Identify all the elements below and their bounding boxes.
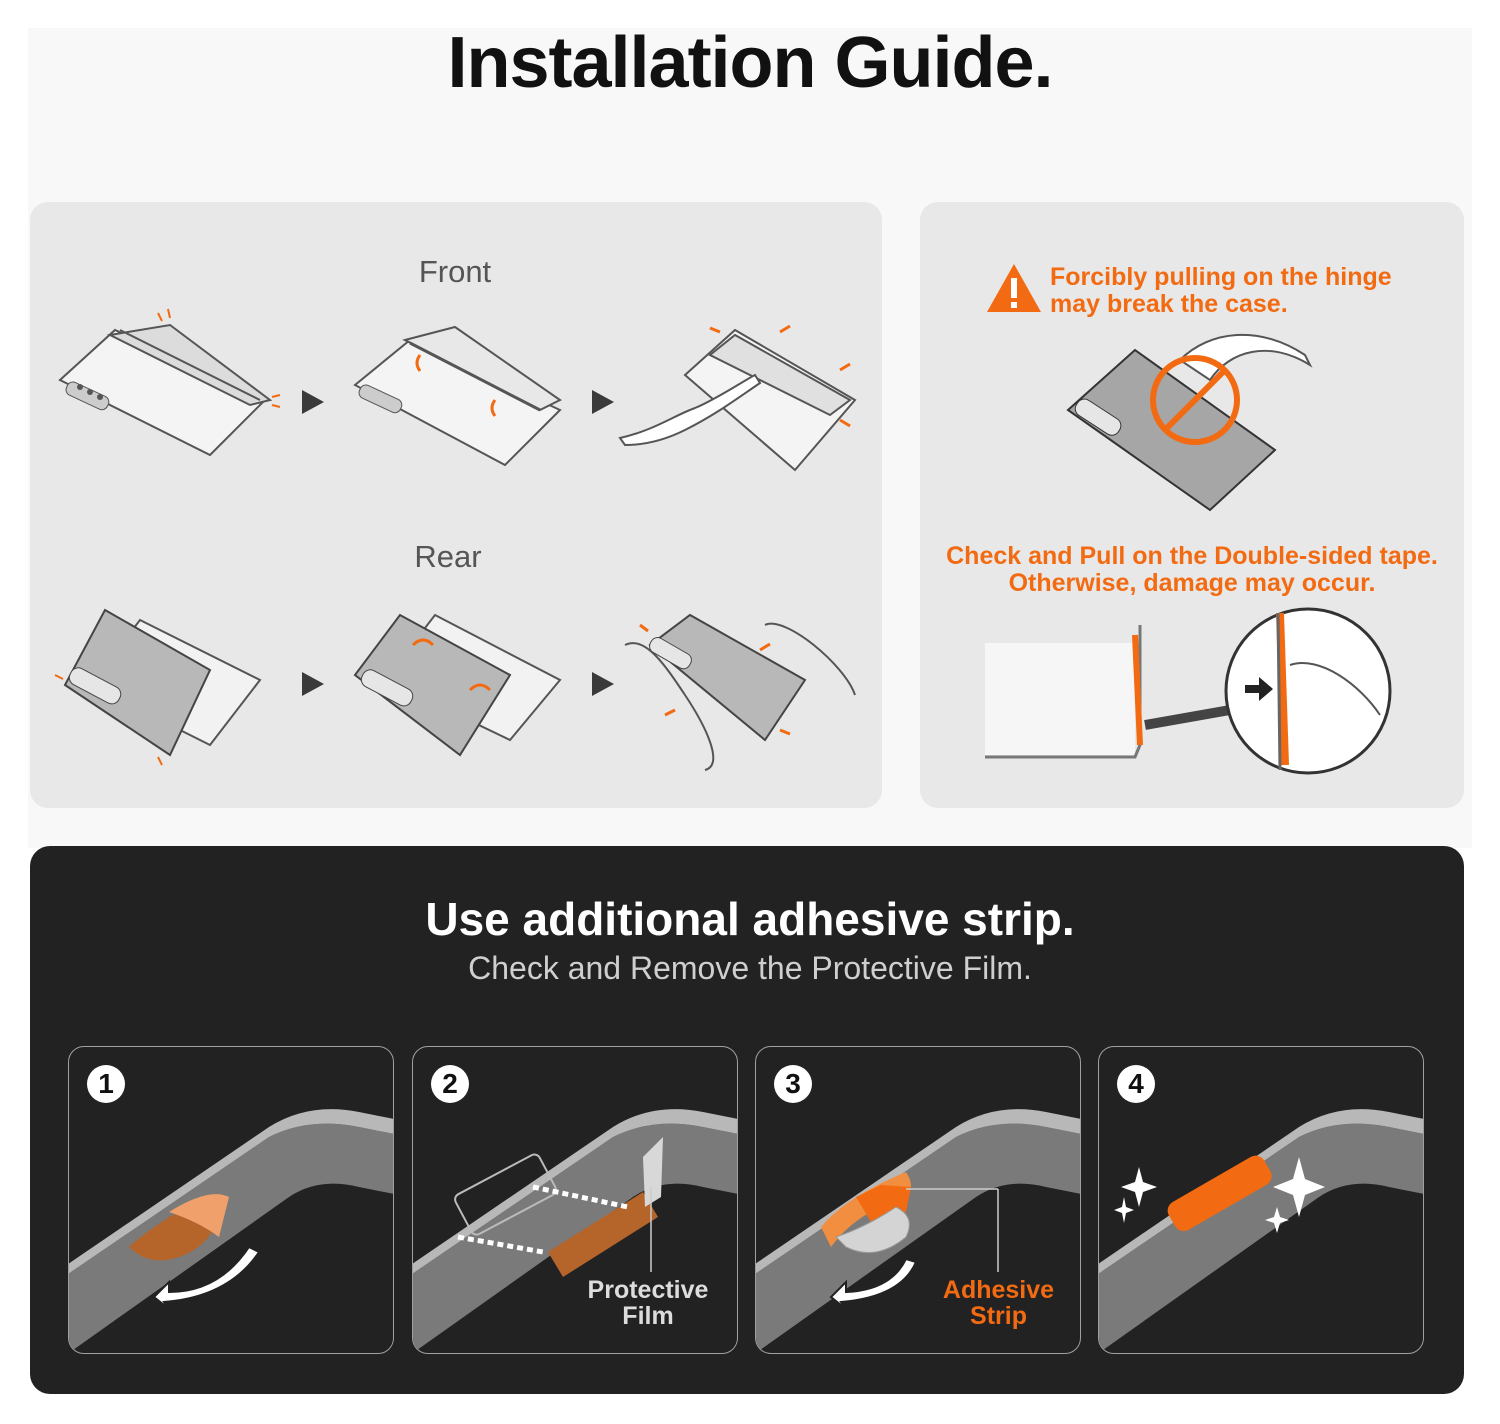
rear-label: Rear [414,539,482,574]
front-label: Front [418,254,492,289]
adhesive-step-3: 3 Adhesive Strip [755,1046,1081,1354]
rear-step-2-illustration [353,613,562,757]
adhesive-subtitle: Check and Remove the Protective Film. [468,950,1032,986]
front-step-1-illustration [58,308,281,457]
step-1-illustration [69,1109,393,1353]
adhesive-strip-label-line-2: Strip [970,1302,1027,1330]
protective-film-label-line-1: Protective [587,1276,709,1304]
rear-step-arrow-2 [592,672,614,696]
step-number-1: 1 [87,1065,125,1103]
step-2-illustration [413,1109,737,1353]
step-3-illustration [756,1109,1080,1353]
step-number-4: 4 [1117,1065,1155,1103]
page-title: Installation Guide. [447,23,1053,103]
adhesive-step-4: 4 [1098,1046,1424,1354]
front-step-2-illustration [353,325,562,467]
tape-pull-illustration [985,607,1392,775]
rear-step-3-illustration [624,613,856,771]
adhesive-step-1: 1 [68,1046,394,1354]
step-number-2: 2 [431,1065,469,1103]
front-step-arrow-2 [592,390,614,414]
tape-check-line-1: Check and Pull on the Double-sided tape. [946,542,1438,570]
hinge-pull-illustration [1066,333,1313,512]
adhesive-strip-label-line-1: Adhesive [942,1276,1055,1304]
protective-film-label-line-2: Film [622,1302,674,1330]
step-4-illustration [1099,1109,1423,1353]
hinge-warning-line-1: Forcibly pulling on the hinge [1050,263,1392,291]
adhesive-strip-callout: Adhesive Strip [931,1277,1066,1329]
protective-film-callout: Protective Film [583,1277,713,1329]
warning-icon [987,264,1041,312]
adhesive-step-2: 2 Protective Film [412,1046,738,1354]
front-step-3-illustration [618,324,857,472]
tape-check-line-2: Otherwise, damage may occur. [1008,569,1376,597]
sparkle-icon [1121,1167,1157,1207]
step-number-3: 3 [774,1065,812,1103]
hinge-warning-line-2: may break the case. [1050,290,1288,318]
adhesive-title: Use additional adhesive strip. [425,893,1075,945]
front-step-arrow-1 [302,390,324,414]
rear-step-arrow-1 [302,672,324,696]
rear-step-1-illustration [54,608,262,766]
